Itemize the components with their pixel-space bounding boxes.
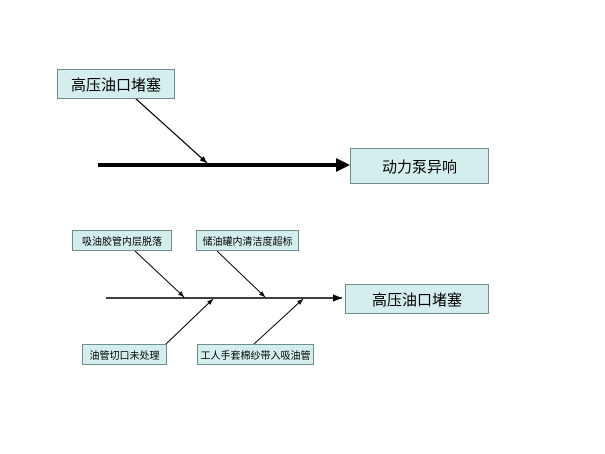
branch-line-4 (253, 298, 304, 345)
branch-line-3 (165, 298, 214, 345)
bottom-effect-box: 高压油口堵塞 (345, 284, 489, 314)
top-cause-branch-line (134, 97, 208, 164)
top-effect-box: 动力泵异响 (350, 148, 489, 184)
cause-box-1: 吸油胶管内层脱落 (72, 230, 172, 251)
branch-line-1 (134, 250, 185, 298)
cause-box-2: 储油罐内清洁度超标 (196, 230, 299, 251)
top-main-arrowhead (336, 158, 350, 172)
cause-box-3: 油管切口未处理 (82, 344, 167, 365)
top-cause-box: 高压油口堵塞 (57, 69, 175, 99)
cause-box-4: 工人手套棉纱带入吸油管 (197, 344, 314, 365)
branch-line-2 (216, 250, 266, 298)
